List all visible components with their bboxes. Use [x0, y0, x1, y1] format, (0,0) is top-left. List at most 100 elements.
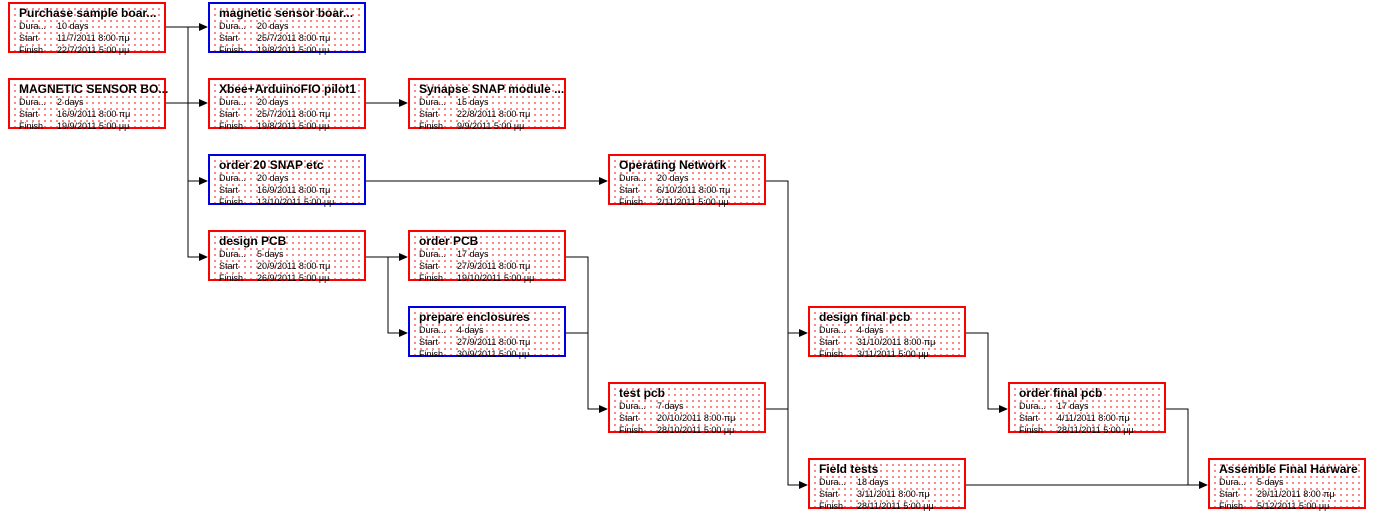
task-finish-value: 28/11/2011 5:00 μμ — [1057, 425, 1134, 435]
task-finish-row: Finish 22/7/2011 5:00 μμ — [19, 45, 160, 56]
task-duration-label: Dura... — [219, 97, 247, 107]
arrowhead-icon — [399, 99, 408, 107]
task-duration-row: Dura...4 days — [419, 325, 560, 336]
task-start-label: Start — [419, 109, 439, 119]
task-name: Synapse SNAP module ... — [419, 82, 565, 96]
task-finish-label: Finish — [419, 273, 444, 283]
task-duration-row: Dura...20 days — [619, 173, 760, 184]
task-duration-label: Dura... — [619, 173, 647, 183]
task-start-label: Start — [219, 261, 239, 271]
task-finish-label: Finish — [419, 349, 444, 359]
task-finish-value: 2/11/2011 5:00 μμ — [657, 197, 729, 207]
arrowhead-icon — [599, 177, 608, 185]
task-finish-value: 5/12/2011 5:00 μμ — [1257, 501, 1330, 511]
task-start-label: Start — [619, 413, 639, 423]
task-name: order final pcb — [1019, 386, 1103, 400]
task-duration-value: 17 days — [1057, 401, 1089, 411]
task-start-value: 3/11/2011 8:00 πμ — [857, 489, 930, 499]
task-duration-row: Dura...17 days — [419, 249, 560, 260]
task-start-value: 27/9/2011 8:00 πμ — [457, 337, 531, 347]
task-start-value: 20/9/2011 8:00 πμ — [257, 261, 331, 271]
dependency-link — [166, 26, 206, 258]
task-start-row: Start 4/11/2011 8:00 πμ — [1019, 413, 1160, 424]
task-name: design final pcb — [819, 310, 911, 324]
task-duration-label: Dura... — [19, 21, 47, 31]
task-duration-row: Dura...5 days — [219, 249, 360, 260]
task-duration-label: Dura... — [19, 97, 47, 107]
dependency-link — [966, 332, 1006, 410]
task-finish-label: Finish — [19, 45, 44, 55]
task-duration-row: Dura...2 days — [19, 97, 160, 108]
task-start-value: 25/7/2011 8:00 πμ — [257, 109, 331, 119]
task-duration-row: Dura...17 days — [1019, 401, 1160, 412]
task-finish-label: Finish — [19, 121, 44, 131]
task-duration-value: 17 days — [457, 249, 489, 259]
task-start-value: 4/11/2011 8:00 πμ — [1057, 413, 1130, 423]
task-duration-label: Dura... — [619, 401, 647, 411]
task-duration-label: Dura... — [819, 477, 847, 487]
task-name: Assemble Final Harware — [1219, 462, 1358, 476]
arrowhead-icon — [799, 329, 808, 337]
task-finish-label: Finish — [419, 121, 444, 131]
task-start-label: Start — [619, 185, 639, 195]
task-name: order 20 SNAP etc — [219, 158, 324, 172]
task-start-value: 16/9/2011 8:00 πμ — [57, 109, 131, 119]
task-duration-value: 7 days — [657, 401, 684, 411]
task-finish-label: Finish — [619, 425, 644, 435]
task-start-label: Start — [219, 33, 239, 43]
task-finish-value: 19/10/2011 5:00 μμ — [457, 273, 535, 283]
task-start-value: 16/9/2011 8:00 πμ — [257, 185, 331, 195]
task-name: Field tests — [819, 462, 879, 476]
task-finish-label: Finish — [1019, 425, 1044, 435]
task-duration-value: 5 days — [1257, 477, 1284, 487]
task-name: prepare enclosures — [419, 310, 530, 324]
task-name: test pcb — [619, 386, 666, 400]
task-duration-value: 4 days — [857, 325, 884, 335]
arrowhead-icon — [799, 481, 808, 489]
task-duration-row: Dura...4 days — [819, 325, 960, 336]
arrowhead-icon — [1199, 481, 1208, 489]
task-name: order PCB — [419, 234, 479, 248]
task-finish-label: Finish — [819, 349, 844, 359]
task-duration-value: 20 days — [257, 21, 289, 31]
task-finish-label: Finish — [219, 197, 244, 207]
task-finish-value: 22/7/2011 5:00 μμ — [57, 45, 130, 55]
task-finish-row: Finish 28/11/2011 5:00 μμ — [1019, 425, 1160, 436]
task-finish-label: Finish — [219, 121, 244, 131]
task-duration-row: Dura... 7 days — [619, 401, 760, 412]
task-name: design PCB — [219, 234, 287, 248]
task-duration-row: Dura...15 days — [419, 97, 560, 108]
arrowhead-icon — [199, 177, 208, 185]
task-finish-label: Finish — [819, 501, 844, 511]
task-start-value: 31/10/2011 8:00 πμ — [857, 337, 936, 347]
task-name: MAGNETIC SENSOR BO... — [19, 82, 169, 96]
task-start-label: Start — [1019, 413, 1039, 423]
task-name: Xbee+ArduinoFIO pilot1 — [219, 82, 357, 96]
arrowhead-icon — [399, 329, 408, 337]
